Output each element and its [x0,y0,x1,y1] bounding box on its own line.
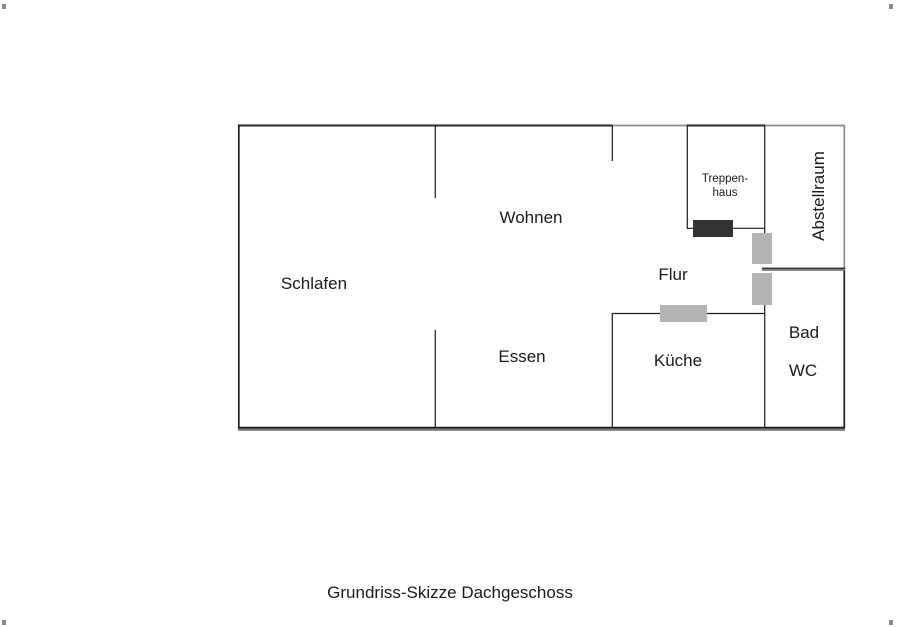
doors-group [660,220,772,322]
crop-mark-bottom-right [889,620,893,625]
crop-mark-bottom-left [2,620,6,625]
interior-walls-group [434,125,845,428]
room-label-schlafen: Schlafen [281,274,347,293]
crop-mark-top-left [2,4,6,9]
room-label-treppenhaus-line1: Treppen- [702,173,748,185]
room-label-abstellraum: Abstellraum [809,151,828,241]
room-label-essen: Essen [498,347,545,366]
room-label-flur: Flur [658,265,688,284]
figure-caption: Grundriss-Skizze Dachgeschoss [327,583,573,602]
room-label-bad: Bad [789,323,819,342]
door-flur-abstellraum-upper [752,233,772,264]
stair-block-icon [693,220,733,237]
room-label-wc: WC [789,361,817,380]
room-label-treppenhaus-line2: haus [713,187,738,199]
crop-marks-group [2,4,893,625]
door-flur-bad-lower [752,273,772,305]
door-flur-kueche [660,305,707,322]
crop-mark-top-right [889,4,893,9]
room-label-kueche: Küche [654,351,702,370]
outer-walls-group [237,124,846,431]
room-labels-group: Schlafen Wohnen Essen Flur Küche Abstell… [281,151,828,380]
room-label-wohnen: Wohnen [499,208,562,227]
